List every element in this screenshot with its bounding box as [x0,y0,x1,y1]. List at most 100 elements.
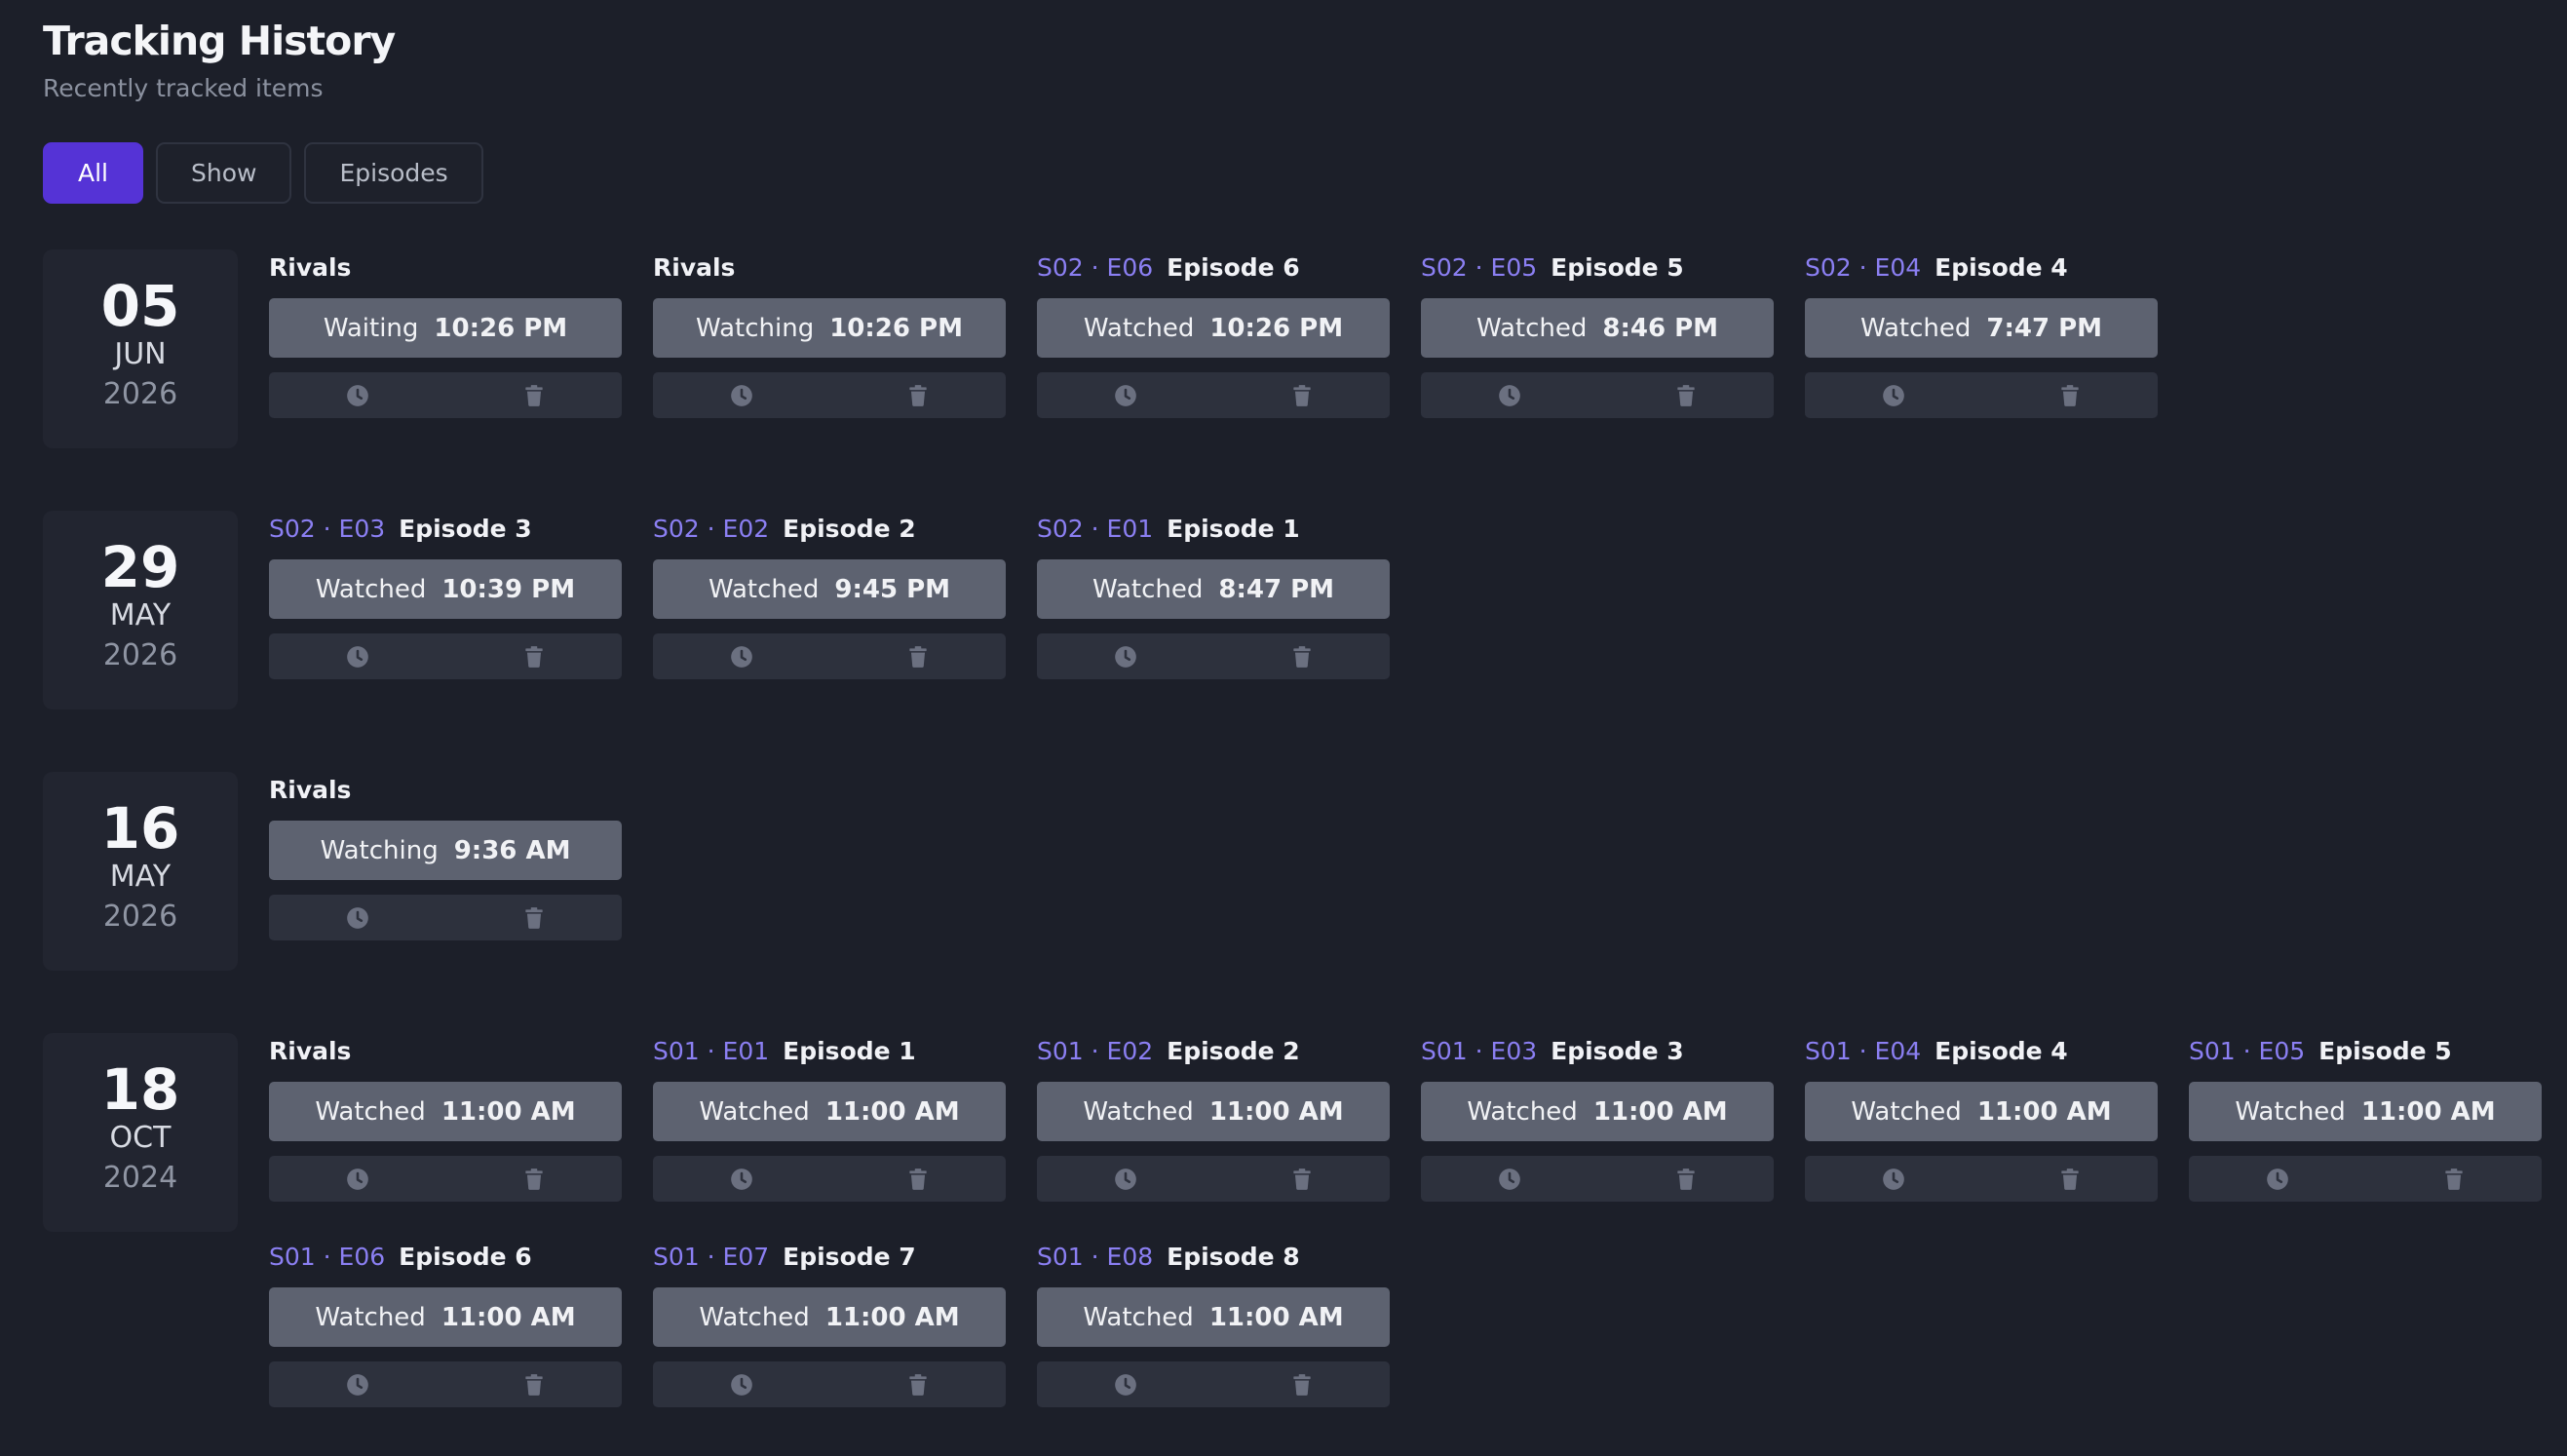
change-time-button[interactable] [1805,1156,1981,1202]
status-label: Watched [315,1096,426,1127]
item-actions [1037,1156,1390,1202]
status-label: Watching [696,313,815,343]
status-button[interactable]: Watched 11:00 AM [269,1082,622,1141]
date-day: 18 [100,1056,180,1123]
status-button[interactable]: Watched 11:00 AM [1037,1082,1390,1141]
filter-all[interactable]: All [43,142,143,204]
change-time-button[interactable] [269,895,445,940]
delete-button[interactable] [829,1156,1006,1202]
date-group: 05 JUN 2026 Rivals Waiting 10:26 PM [43,249,2524,448]
status-label: Watched [1859,313,1972,343]
status-button[interactable]: Watched 11:00 AM [2189,1082,2542,1141]
item-title: S01 · E03 Episode 3 [1421,1033,1774,1068]
change-time-button[interactable] [1421,372,1597,418]
tracked-items: Rivals Watching 9:36 AM [269,772,2542,940]
delete-button[interactable] [829,633,1006,679]
filter-episodes[interactable]: Episodes [304,142,483,204]
change-time-button[interactable] [1037,1361,1213,1407]
delete-button[interactable] [1213,1156,1390,1202]
status-button[interactable]: Watched 10:26 PM [1037,298,1390,358]
item-name: Episode 6 [399,1242,532,1271]
status-button[interactable]: Watched 11:00 AM [269,1287,622,1347]
delete-button[interactable] [445,895,622,940]
date-year: 2026 [102,377,178,411]
clock-icon [346,1373,368,1396]
change-time-button[interactable] [269,372,445,418]
tracked-item-card: S02 · E05 Episode 5 Watched 8:46 PM [1421,249,1774,418]
change-time-button[interactable] [653,372,829,418]
status-button[interactable]: Watching 10:26 PM [653,298,1006,358]
item-name: Rivals [269,1036,352,1065]
status-button[interactable]: Watched 11:00 AM [653,1082,1006,1141]
delete-button[interactable] [1597,1156,1774,1202]
filter-show[interactable]: Show [156,142,292,204]
date-day: 16 [100,795,180,862]
delete-button[interactable] [1981,372,2158,418]
delete-button[interactable] [2365,1156,2542,1202]
status-button[interactable]: Watched 11:00 AM [653,1287,1006,1347]
clock-icon [1114,1373,1136,1396]
item-name: Episode 5 [2318,1036,2452,1065]
delete-button[interactable] [1213,633,1390,679]
item-actions [269,372,622,418]
status-button[interactable]: Watched 11:00 AM [1037,1287,1390,1347]
change-time-button[interactable] [269,1156,445,1202]
status-button[interactable]: Watched 9:45 PM [653,559,1006,619]
change-time-button[interactable] [653,1361,829,1407]
delete-button[interactable] [829,372,1006,418]
change-time-button[interactable] [269,633,445,679]
change-time-button[interactable] [653,1156,829,1202]
change-time-button[interactable] [1037,633,1213,679]
tracked-item-card: S01 · E03 Episode 3 Watched 11:00 AM [1421,1033,1774,1202]
item-name: Episode 3 [1551,1036,1684,1065]
tracked-items: Rivals Waiting 10:26 PM [269,249,2542,418]
delete-button[interactable] [445,1361,622,1407]
change-time-button[interactable] [1037,372,1213,418]
item-name: Episode 8 [1167,1242,1300,1271]
status-button[interactable]: Watched 10:39 PM [269,559,622,619]
delete-button[interactable] [445,372,622,418]
item-actions [1805,1156,2158,1202]
change-time-button[interactable] [1805,372,1981,418]
delete-button[interactable] [1213,1361,1390,1407]
status-button[interactable]: Watched 8:47 PM [1037,559,1390,619]
item-actions [1037,1361,1390,1407]
change-time-button[interactable] [1421,1156,1597,1202]
status-button[interactable]: Watched 11:00 AM [1421,1082,1774,1141]
status-time: 11:00 AM [441,1096,576,1127]
delete-button[interactable] [445,1156,622,1202]
delete-button[interactable] [445,633,622,679]
status-time: 11:00 AM [2360,1096,2496,1127]
episode-code: S01 · E04 [1805,1036,1922,1065]
status-button[interactable]: Watched 7:47 PM [1805,298,2158,358]
delete-button[interactable] [1981,1156,2158,1202]
change-time-button[interactable] [653,633,829,679]
episode-code: S01 · E03 [1421,1036,1538,1065]
status-label: Watched [1851,1096,1962,1127]
change-time-button[interactable] [2189,1156,2365,1202]
delete-button[interactable] [1213,372,1390,418]
trash-icon [524,645,543,668]
tracked-items: Rivals Watched 11:00 AM S01 · [269,1033,2542,1407]
status-time: 7:47 PM [1986,313,2103,343]
item-actions [1421,372,1774,418]
trash-icon [2060,384,2079,406]
item-title: S02 · E03 Episode 3 [269,511,622,546]
clock-icon [730,1373,752,1396]
status-button[interactable]: Watching 9:36 AM [269,821,622,880]
change-time-button[interactable] [269,1361,445,1407]
status-button[interactable]: Waiting 10:26 PM [269,298,622,358]
delete-button[interactable] [1597,372,1774,418]
item-title: S01 · E05 Episode 5 [2189,1033,2542,1068]
status-button[interactable]: Watched 8:46 PM [1421,298,1774,358]
tracked-item-card: S02 · E03 Episode 3 Watched 10:39 PM [269,511,622,679]
trash-icon [1292,384,1311,406]
status-button[interactable]: Watched 11:00 AM [1805,1082,2158,1141]
clock-icon [346,384,368,406]
date-badge: 16 MAY 2026 [43,772,238,971]
change-time-button[interactable] [1037,1156,1213,1202]
delete-button[interactable] [829,1361,1006,1407]
date-year: 2026 [102,638,178,672]
trash-icon [1292,1168,1311,1190]
item-title: S02 · E02 Episode 2 [653,511,1006,546]
